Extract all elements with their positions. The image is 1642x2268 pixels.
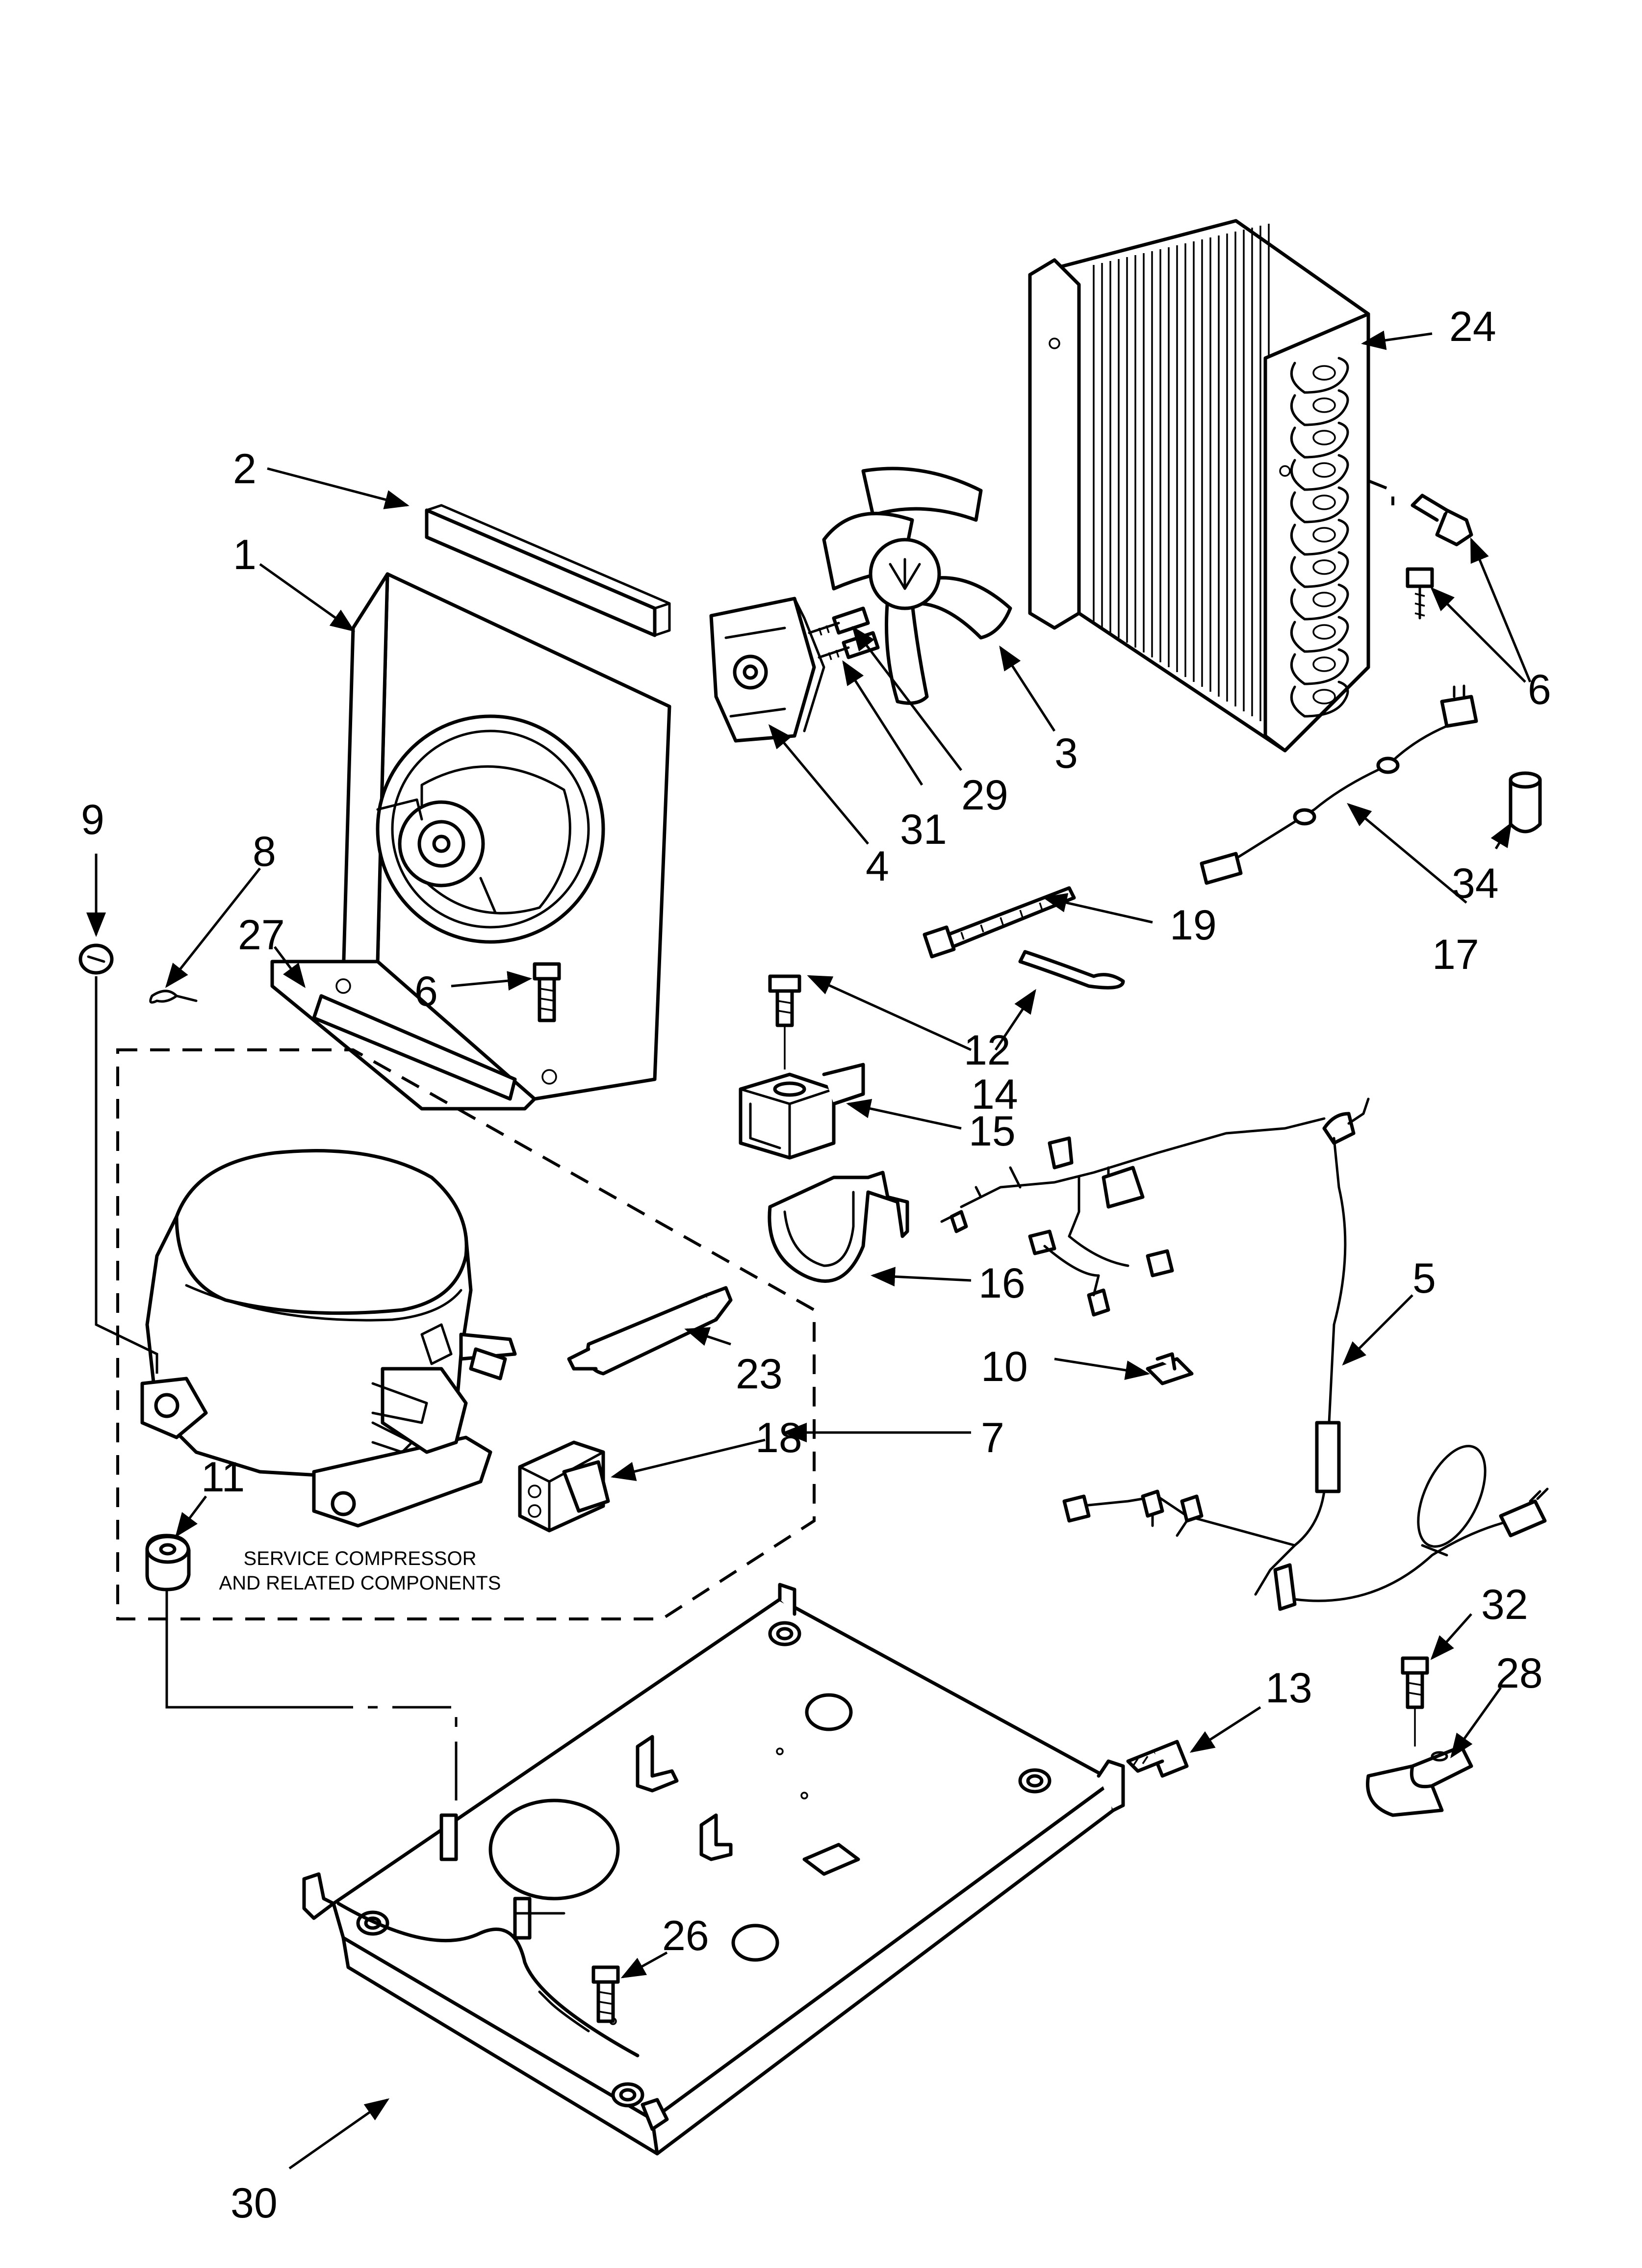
part-11-grommet bbox=[145, 1534, 191, 1591]
callout-13: 13 bbox=[1265, 1665, 1312, 1712]
part-27-gasket bbox=[312, 994, 517, 1101]
callout-34: 34 bbox=[1452, 860, 1499, 907]
part-8-clip bbox=[149, 990, 198, 1004]
part-1-fan-shroud bbox=[270, 572, 671, 1111]
callout-24: 24 bbox=[1449, 303, 1496, 350]
part-34-plug bbox=[1509, 771, 1542, 834]
callout-23: 23 bbox=[736, 1351, 783, 1398]
callout-10: 10 bbox=[981, 1343, 1028, 1390]
callout-6-shroud: 6 bbox=[414, 968, 438, 1015]
part-7-compressor bbox=[140, 1149, 517, 1528]
part-9-washer bbox=[78, 943, 114, 975]
callout-31: 31 bbox=[900, 806, 947, 853]
callout-32: 32 bbox=[1481, 1581, 1528, 1628]
part-30-base-pan bbox=[302, 1583, 1125, 2156]
callout-labels: 2 1 24 6 3 29 31 4 34 17 19 9 8 27 6 12 … bbox=[81, 303, 1551, 2227]
callout-3: 3 bbox=[1054, 730, 1078, 777]
part-6-screw-shroud bbox=[533, 962, 561, 1022]
callout-7: 7 bbox=[981, 1414, 1004, 1461]
callout-1: 1 bbox=[233, 531, 257, 578]
callout-26: 26 bbox=[662, 1912, 709, 1959]
part-12-tube bbox=[1018, 950, 1125, 990]
part-29-screw bbox=[808, 606, 870, 636]
callout-15: 15 bbox=[969, 1108, 1016, 1155]
service-note-line1: SERVICE COMPRESSOR bbox=[244, 1548, 477, 1569]
part-16-valve-tubing bbox=[768, 1171, 909, 1283]
callout-14: 14 bbox=[971, 1071, 1018, 1118]
part-14-screw bbox=[768, 974, 801, 1027]
callout-19: 19 bbox=[1170, 902, 1217, 949]
callout-11: 11 bbox=[201, 1454, 245, 1501]
part-13-screw bbox=[1126, 1740, 1189, 1778]
callout-17: 17 bbox=[1432, 931, 1479, 978]
part-6-screw-lower bbox=[1406, 567, 1434, 620]
part-32-screw bbox=[1401, 1656, 1429, 1709]
part-28-clamp bbox=[1366, 1745, 1473, 1817]
callout-6: 6 bbox=[1528, 666, 1551, 713]
callout-16: 16 bbox=[978, 1260, 1026, 1307]
callout-12: 12 bbox=[964, 1027, 1011, 1074]
callout-18: 18 bbox=[755, 1414, 802, 1461]
part-26-screw bbox=[591, 1965, 620, 2023]
leader-arrows bbox=[86, 330, 1532, 2170]
part-4-fan-motor bbox=[709, 597, 825, 743]
part-2-gasket-strip bbox=[425, 504, 671, 637]
part-17-wire-harness bbox=[1200, 684, 1478, 885]
part-23-filter-drier bbox=[567, 1286, 733, 1376]
callout-8: 8 bbox=[253, 828, 276, 875]
callout-28: 28 bbox=[1496, 1650, 1543, 1697]
callout-29: 29 bbox=[961, 772, 1008, 819]
part-19-cable-tie bbox=[923, 886, 1076, 959]
condenser-coils bbox=[1290, 357, 1349, 718]
part-18-relay bbox=[518, 1440, 610, 1533]
part-31-screw bbox=[818, 631, 880, 660]
callout-9: 9 bbox=[81, 796, 104, 843]
part-15-solenoid-coil bbox=[739, 1063, 865, 1160]
callout-2: 2 bbox=[233, 445, 257, 493]
callout-5: 5 bbox=[1412, 1255, 1436, 1302]
service-note-line2: AND RELATED COMPONENTS bbox=[219, 1572, 501, 1594]
part-10-clip bbox=[1146, 1352, 1194, 1385]
part-6-screw-upper bbox=[1411, 494, 1473, 547]
part-24-condenser bbox=[1028, 219, 1370, 753]
part-3-fan-blade bbox=[822, 467, 1012, 705]
callout-27: 27 bbox=[238, 912, 285, 959]
part-5-main-harness bbox=[940, 1097, 1549, 1611]
callout-30: 30 bbox=[231, 2180, 278, 2227]
callout-4: 4 bbox=[866, 843, 889, 890]
